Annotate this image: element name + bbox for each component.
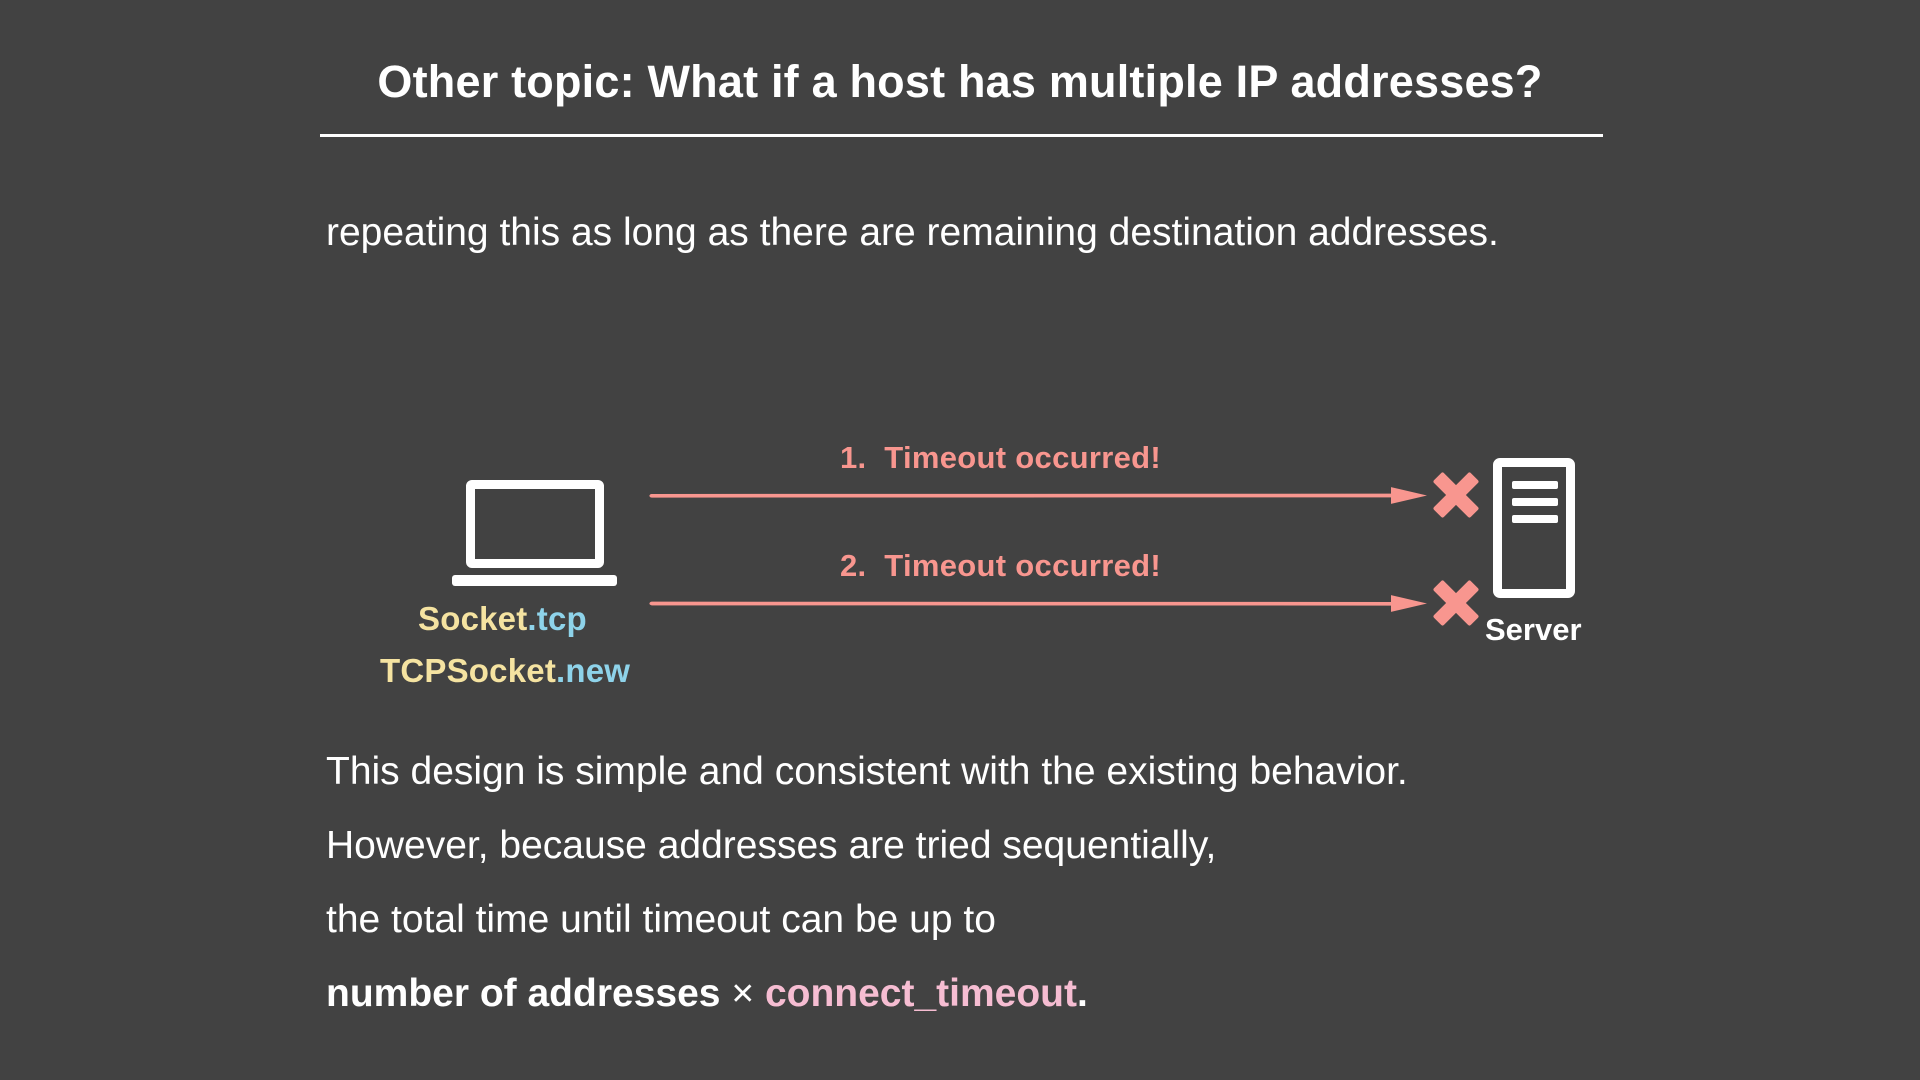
attempt-2-label: 2. Timeout occurred! bbox=[840, 548, 1161, 584]
conclusion-period: . bbox=[1076, 972, 1088, 1015]
title-divider bbox=[320, 133, 1603, 137]
token-class-tcpsocket: TCPSocket bbox=[380, 652, 557, 689]
server-bar bbox=[1512, 481, 1558, 489]
token-method-new: .new bbox=[556, 652, 631, 689]
server-icon bbox=[1493, 458, 1575, 598]
client-label-tcpsocket-new: TCPSocket.new bbox=[380, 652, 630, 690]
conclusion-emphasis: number of addresses bbox=[326, 972, 721, 1015]
laptop-icon bbox=[452, 480, 617, 586]
conclusion-line-1: This design is simple and consistent wit… bbox=[326, 750, 1408, 793]
conclusion-line-3: the total time until timeout can be up t… bbox=[326, 898, 996, 941]
server-bar bbox=[1512, 515, 1558, 523]
page-title: Other topic: What if a host has multiple… bbox=[377, 56, 1543, 107]
attempt-2-failure-x-icon bbox=[1430, 577, 1482, 629]
conclusion-line-4: number of addresses × connect_timeout. bbox=[326, 957, 1408, 1031]
laptop-screen bbox=[466, 480, 604, 568]
attempt-1-failure-x-icon bbox=[1430, 469, 1482, 521]
attempt-2-text: Timeout occurred! bbox=[884, 548, 1161, 583]
laptop-base bbox=[452, 575, 617, 586]
attempt-2-arrow bbox=[649, 595, 1427, 612]
server-bar bbox=[1512, 498, 1558, 506]
token-method-tcp: .tcp bbox=[527, 600, 587, 637]
sequence-diagram: Socket.tcp TCPSocket.new 1. Timeout occu… bbox=[380, 420, 1582, 700]
connect-timeout-token: connect_timeout bbox=[764, 972, 1077, 1015]
multiplication-sign: × bbox=[731, 972, 755, 1015]
token-class-socket: Socket bbox=[418, 600, 528, 637]
attempt-1-text: Timeout occurred! bbox=[884, 440, 1161, 475]
conclusion-block: This design is simple and consistent wit… bbox=[326, 735, 1408, 1031]
attempt-1-arrow bbox=[649, 487, 1427, 504]
client-label-socket-tcp: Socket.tcp bbox=[418, 600, 587, 638]
attempt-2-index: 2. bbox=[840, 548, 867, 583]
server-group: Server bbox=[1485, 458, 1582, 648]
attempt-1-label: 1. Timeout occurred! bbox=[840, 440, 1161, 476]
conclusion-line-2: However, because addresses are tried seq… bbox=[326, 824, 1217, 867]
intro-paragraph: repeating this as long as there are rema… bbox=[326, 211, 1499, 254]
attempt-1-index: 1. bbox=[840, 440, 867, 475]
server-caption: Server bbox=[1485, 612, 1582, 647]
title-block: Other topic: What if a host has multiple… bbox=[320, 56, 1603, 137]
